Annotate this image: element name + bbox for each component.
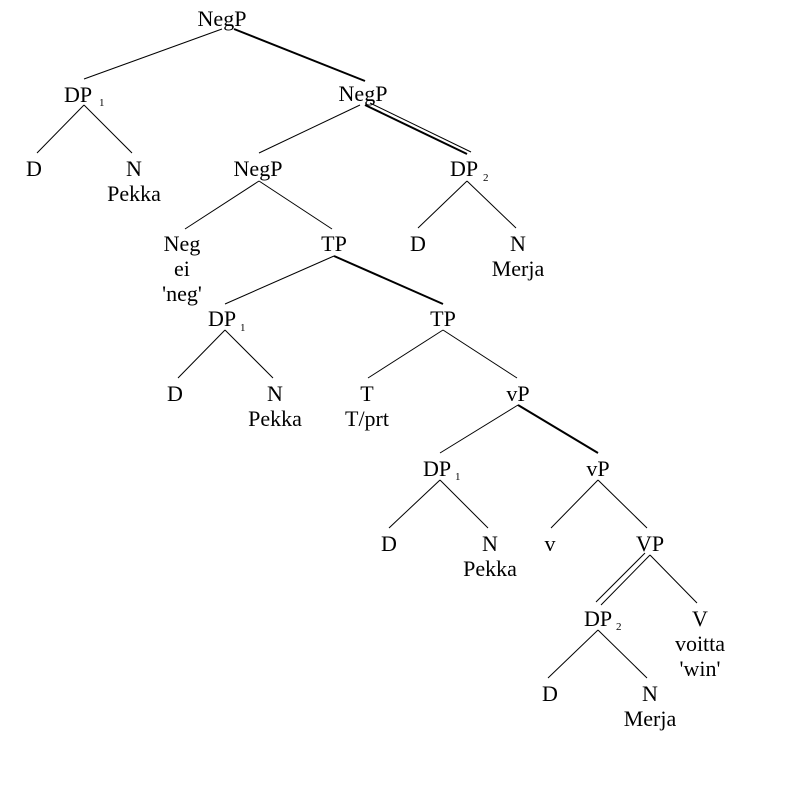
node-negp-mid: NegP: [339, 81, 388, 106]
tree-nodes: NegP DP 1 D N Pekka NegP NegP DP 2 D N M…: [26, 6, 725, 731]
node-v-little: v: [545, 531, 556, 556]
node-n-top: N: [126, 156, 142, 181]
branch-dp2-to-d: [417, 180, 468, 229]
branch-dp1-spec-tp-to-n: [224, 329, 274, 379]
node-dp1-spec-tp: DP: [208, 306, 236, 331]
node-v-big-gloss: 'win': [680, 656, 721, 681]
node-dp2-low: DP: [584, 606, 612, 631]
node-dp2-top-subscript: 2: [483, 172, 489, 184]
node-d-spec-tp: D: [167, 381, 183, 406]
node-dp1-spec-tp-subscript: 1: [240, 322, 246, 334]
node-n-spec-vp: N: [482, 531, 498, 556]
node-vp-big: VP: [636, 531, 664, 556]
node-vp-little-high: vP: [506, 381, 529, 406]
node-tp-high: TP: [321, 231, 347, 256]
node-n-dp2: N: [510, 231, 526, 256]
node-dp1-spec-vp-subscript: 1: [455, 471, 461, 483]
branch-negp-root-to-dp1: [83, 28, 223, 80]
node-n-low: N: [642, 681, 658, 706]
branch-tp-to-tp-bar: [333, 255, 444, 305]
node-d-spec-vp: D: [381, 531, 397, 556]
node-dp2-low-subscript: 2: [616, 621, 622, 633]
node-neg-gloss: 'neg': [162, 281, 202, 306]
node-n-spec-tp: N: [267, 381, 283, 406]
node-tp-bar: TP: [430, 306, 456, 331]
branch-dp1-to-n: [83, 104, 133, 154]
node-n-spec-tp-word: Pekka: [248, 406, 302, 431]
node-n-low-word: Merja: [624, 706, 677, 731]
node-t-head: T: [360, 381, 374, 406]
branch-negp-mid-to-dp2-a: [364, 104, 468, 155]
node-d-dp2: D: [410, 231, 426, 256]
branch-vp-bar-to-v-little: [550, 479, 599, 529]
branch-tp-to-dp1: [224, 255, 335, 305]
node-negp-low: NegP: [234, 156, 283, 181]
branch-tp-bar-to-vp: [442, 329, 518, 379]
tree-branches: [36, 28, 698, 679]
branch-dp2-low-to-n: [597, 629, 648, 679]
branch-vp-big-to-v: [649, 554, 698, 604]
node-n-dp2-word: Merja: [492, 256, 545, 281]
node-v-big-word: voitta: [675, 631, 725, 656]
branch-dp1-spec-vp-to-d: [388, 479, 441, 529]
branch-vp-to-dp1: [439, 404, 519, 454]
node-n-spec-vp-word: Pekka: [463, 556, 517, 581]
branch-vp-bar-to-vp-big: [597, 479, 648, 529]
branch-negp-low-to-tp: [258, 180, 333, 230]
branch-negp-low-to-neg: [184, 180, 260, 230]
branch-vp-big-to-dp2-a: [595, 552, 646, 603]
branch-negp-root-to-negp-mid: [233, 28, 366, 82]
branch-dp1-to-d: [36, 104, 85, 154]
node-d-low: D: [542, 681, 558, 706]
node-v-big: V: [692, 606, 708, 631]
branch-vp-to-vp-bar: [517, 404, 599, 454]
node-dp1-spec-vp: DP: [423, 456, 451, 481]
branch-dp1-spec-vp-to-n: [439, 479, 489, 529]
node-neg-word: ei: [174, 256, 190, 281]
branch-dp2-low-to-d: [547, 629, 599, 679]
branch-dp1-spec-tp-to-d: [177, 329, 226, 379]
node-dp2-top: DP: [450, 156, 478, 181]
node-dp1-top-subscript: 1: [99, 97, 105, 109]
node-t-head-word: T/prt: [345, 406, 389, 431]
node-neg: Neg: [164, 231, 201, 256]
branch-tp-bar-to-t: [367, 329, 444, 379]
node-n-top-word: Pekka: [107, 181, 161, 206]
node-vp-little-bar: vP: [586, 456, 609, 481]
node-negp-root: NegP: [198, 6, 247, 31]
node-dp1-top: DP: [64, 82, 92, 107]
node-d-top: D: [26, 156, 42, 181]
branch-vp-big-to-dp2-b: [600, 554, 651, 606]
branch-negp-mid-to-dp2-b: [369, 102, 472, 153]
branch-dp2-to-n: [466, 180, 517, 229]
branch-negp-mid-to-negp-low: [258, 104, 361, 154]
